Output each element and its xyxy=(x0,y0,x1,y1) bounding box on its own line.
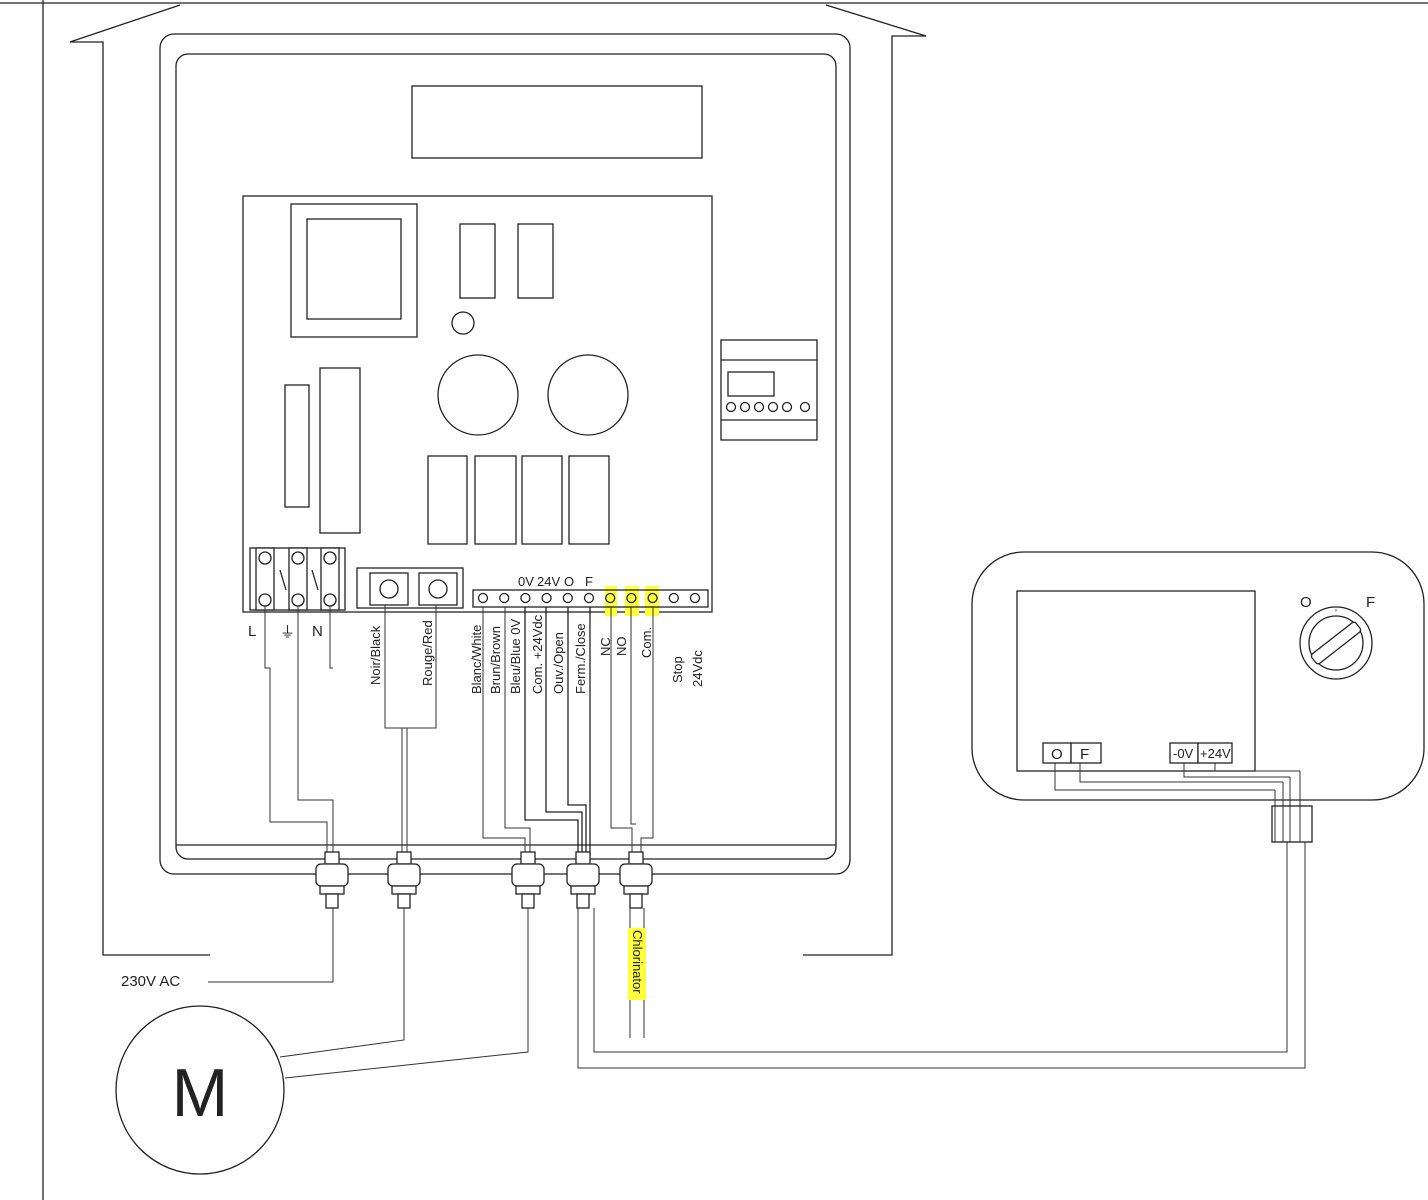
terminal-screw xyxy=(689,592,701,604)
gland-control-2 xyxy=(566,851,600,909)
remote-term-24v-label: +24V xyxy=(1200,746,1231,761)
gland-chlorinator xyxy=(619,851,653,909)
relay-2 xyxy=(517,223,554,299)
key-switch-label-o: O xyxy=(1300,594,1312,611)
terminal-top-o: O xyxy=(564,574,574,589)
connector-strip xyxy=(284,384,310,508)
terminal-screw xyxy=(477,592,489,604)
chlorinator-label: Chlorinator xyxy=(630,930,645,994)
highlight-com xyxy=(645,586,659,616)
motor-terminal-block xyxy=(356,567,464,609)
terminal-screw xyxy=(647,592,658,604)
terminal-label-earth: ⏚ xyxy=(280,624,295,641)
label-com: Com. xyxy=(639,627,654,658)
label-blanc-white: Blanc/White xyxy=(469,625,484,694)
contactor-4 xyxy=(568,455,610,545)
label-ferm-close: Ferm./Close xyxy=(573,623,588,694)
internal-wiring xyxy=(264,605,654,856)
label-brun-brown: Brun/Brown xyxy=(488,626,503,694)
terminal-screw xyxy=(562,592,573,604)
capacitor-1 xyxy=(437,354,519,436)
motor-label: M xyxy=(172,1055,229,1131)
remote-key-switch-box: O F -0V +24V ◦ O F xyxy=(971,551,1425,843)
gland-motor xyxy=(387,851,421,909)
svg-text:◦: ◦ xyxy=(1334,605,1337,615)
label-no: NO xyxy=(614,637,629,657)
terminal-label-l: L xyxy=(248,623,256,640)
label-bleu-blue: Bleu/Blue 0V xyxy=(508,619,523,694)
cable-glands xyxy=(315,851,653,909)
label-rouge-red: Rouge/Red xyxy=(420,620,435,686)
label-nc: NC xyxy=(598,637,613,656)
gland-control-1 xyxy=(511,851,545,909)
display-window xyxy=(411,85,703,159)
terminal-screw xyxy=(583,592,595,604)
chlorinator-highlight xyxy=(628,928,646,1000)
external-wiring xyxy=(208,842,1306,1079)
label-noir-black: Noir/Black xyxy=(368,625,383,685)
gland-mains xyxy=(315,851,349,909)
fuse-holder xyxy=(319,367,361,534)
terminal-wire-labels: Noir/Black Rouge/Red Blanc/White Brun/Br… xyxy=(368,614,705,694)
terminal-screw xyxy=(541,592,552,604)
highlight-no xyxy=(625,586,639,616)
terminal-screw xyxy=(499,592,510,604)
terminal-screw xyxy=(520,592,531,604)
remote-term-o-label: O xyxy=(1051,746,1063,763)
label-stop-24vdc: 24Vdc xyxy=(690,650,705,687)
relay-1 xyxy=(459,223,496,299)
remote-term-f-label: F xyxy=(1080,746,1089,763)
label-stop: Stop xyxy=(670,656,685,683)
terminal-top-0v: 0V xyxy=(518,574,534,589)
contactor-2 xyxy=(474,455,517,545)
circuit-board xyxy=(242,195,713,613)
terminal-screw xyxy=(605,592,616,604)
contactor-3 xyxy=(521,455,563,545)
terminal-screw xyxy=(626,592,637,604)
mains-voltage-label: 230V AC xyxy=(121,973,180,990)
remote-terminal-f xyxy=(1070,742,1102,764)
terminal-top-f: F xyxy=(585,574,593,589)
motor-symbol xyxy=(115,1005,285,1175)
label-ouv-open: Ouv./Open xyxy=(551,632,566,694)
key-switch-label-f: F xyxy=(1366,594,1375,611)
mains-terminal-block: L ⏚ N xyxy=(248,547,346,641)
remote-term-0v-label: -0V xyxy=(1173,746,1194,761)
timer-module xyxy=(720,339,818,441)
terminal-screw xyxy=(668,592,679,604)
outer-housing xyxy=(69,4,927,956)
terminal-label-n: N xyxy=(312,623,323,640)
capacitor-2 xyxy=(547,354,629,436)
remote-cable-gland xyxy=(1271,805,1313,843)
terminal-top-24v: 24V xyxy=(537,574,560,589)
contactor-1 xyxy=(427,455,468,545)
label-com-24vdc: Com. +24Vdc xyxy=(530,614,545,694)
indicator-led xyxy=(451,311,475,335)
control-terminal-strip: 0V 24V O F xyxy=(472,574,709,616)
